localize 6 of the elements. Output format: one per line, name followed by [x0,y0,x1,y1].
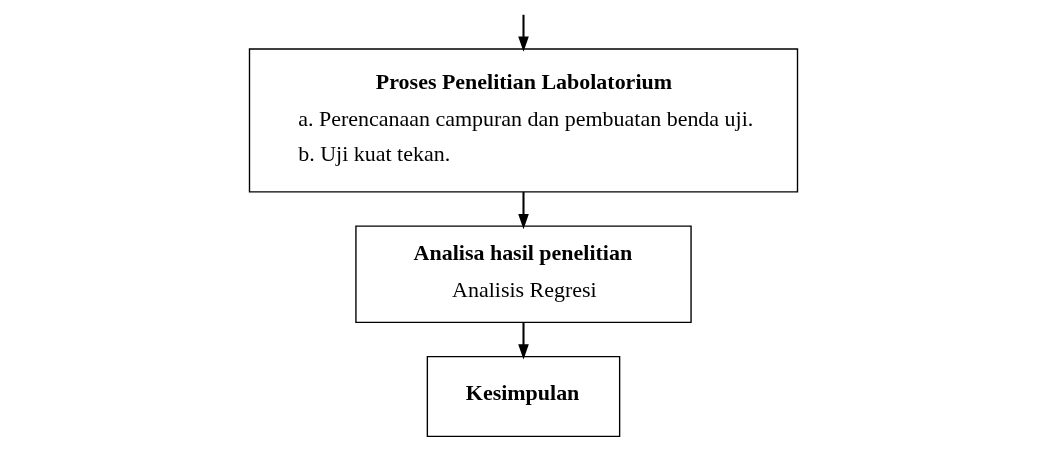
arrow [517,322,529,360]
node-box: Analisa hasil penelitian Analisis Regresi [354,225,692,323]
arrow [517,192,529,230]
node-box: Kesimpulan [426,355,620,437]
arrow [517,14,529,52]
node-box: Proses Penelitian Labolatorium a. Perencanaan campuran dan pembuatan benda uji. b. Uji kuat tekan. [248,48,798,193]
